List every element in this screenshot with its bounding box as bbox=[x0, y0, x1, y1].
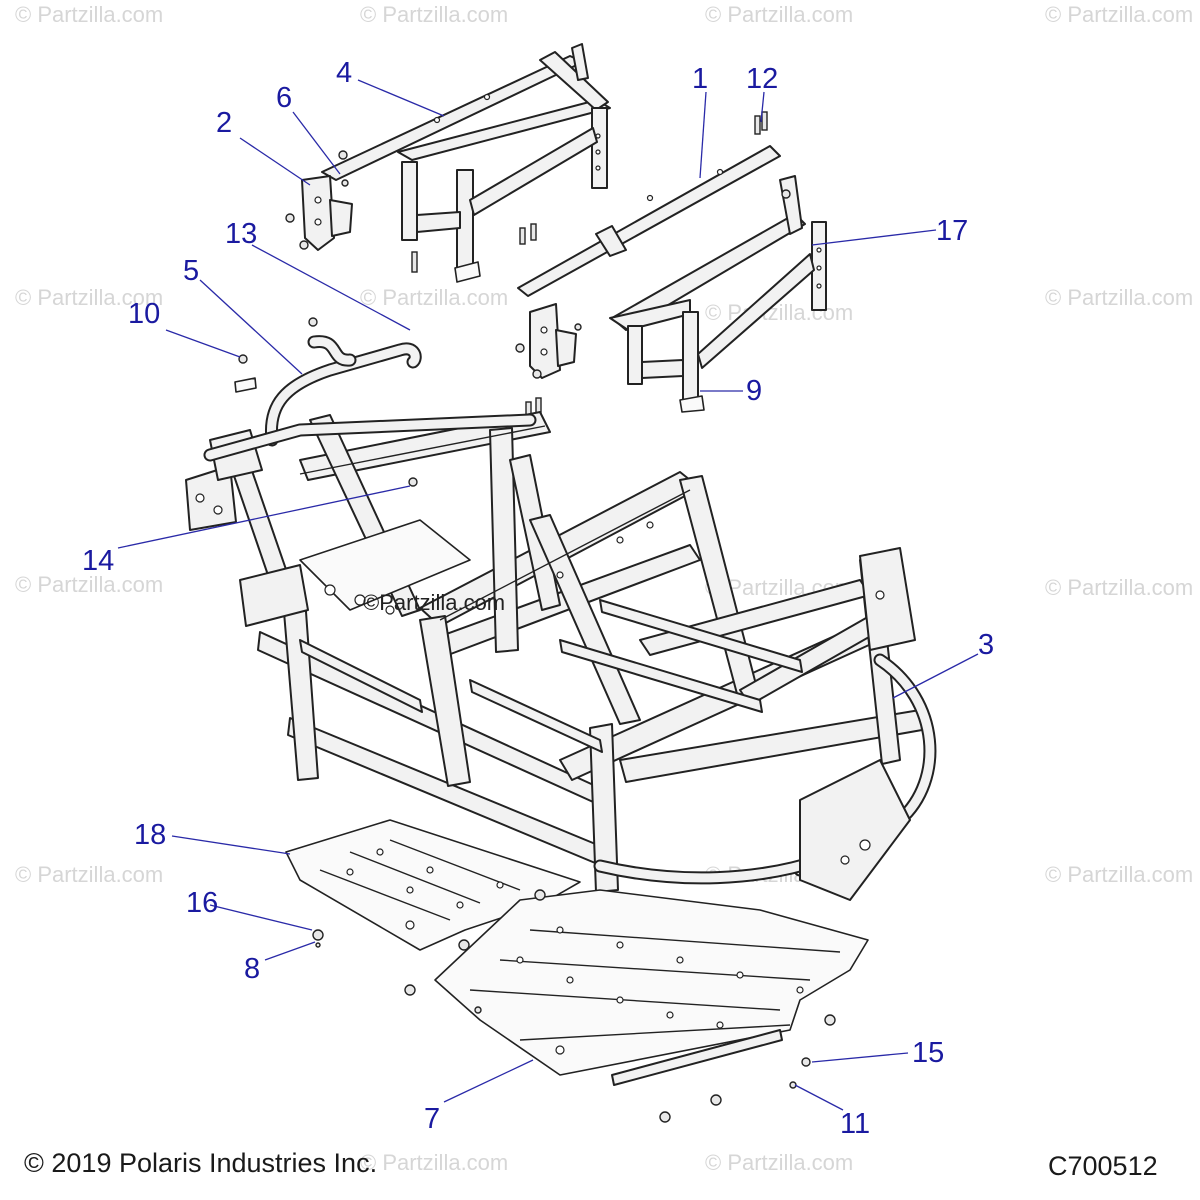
watermark: © Partzilla.com bbox=[15, 572, 163, 597]
watermark: © Partzilla.com bbox=[15, 285, 163, 310]
leader-3 bbox=[892, 653, 979, 699]
watermark: © Partzilla.com bbox=[705, 300, 853, 325]
part-2-bracket bbox=[285, 175, 353, 251]
part-18-skid-plate-rear bbox=[285, 819, 581, 951]
callout-7[interactable]: 7 bbox=[424, 1103, 440, 1135]
callout-14[interactable]: 14 bbox=[82, 545, 114, 577]
part-1-17-seat-frame-lower bbox=[517, 145, 827, 413]
copyright-text: © 2019 Polaris Industries Inc. bbox=[24, 1148, 377, 1178]
leader-4 bbox=[357, 79, 445, 117]
diagram-code: C700512 bbox=[1048, 1151, 1158, 1181]
part-4-seat-frame-upper bbox=[321, 43, 611, 283]
leader-16 bbox=[209, 904, 313, 931]
callout-3[interactable]: 3 bbox=[978, 629, 994, 661]
part-5-tube-bar bbox=[234, 335, 422, 447]
leader-6 bbox=[292, 111, 341, 175]
callout-1[interactable]: 1 bbox=[692, 63, 708, 95]
leader-15 bbox=[811, 1052, 909, 1063]
watermark: © Partzilla.com bbox=[705, 2, 853, 27]
callout-12[interactable]: 12 bbox=[746, 63, 778, 95]
skid-plate-fasteners bbox=[312, 889, 836, 1123]
watermark-center: ©Partzilla.com bbox=[363, 590, 505, 615]
callout-2[interactable]: 2 bbox=[216, 107, 232, 139]
callout-8[interactable]: 8 bbox=[244, 953, 260, 985]
watermark: © Partzilla.com bbox=[360, 1150, 508, 1175]
callout-numbers: 1 2 3 4 5 6 7 8 9 10 11 12 13 14 15 16 1… bbox=[82, 57, 994, 1140]
part-7-skid-plate-front bbox=[434, 889, 869, 1086]
leader-12 bbox=[760, 91, 765, 123]
leader-18 bbox=[171, 835, 291, 855]
watermark: © Partzilla.com bbox=[360, 2, 508, 27]
leader-10 bbox=[165, 329, 241, 358]
callout-9[interactable]: 9 bbox=[746, 375, 762, 407]
leader-7 bbox=[443, 1059, 534, 1103]
watermark: © Partzilla.com bbox=[1045, 285, 1193, 310]
callout-15[interactable]: 15 bbox=[912, 1037, 944, 1069]
callout-16[interactable]: 16 bbox=[186, 887, 218, 919]
watermark: © Partzilla.com bbox=[1045, 575, 1193, 600]
part-bracket-lower bbox=[515, 303, 582, 379]
watermark: © Partzilla.com bbox=[15, 2, 163, 27]
leader-5 bbox=[199, 279, 303, 375]
leader-8 bbox=[264, 941, 316, 961]
leader-1 bbox=[699, 91, 707, 179]
watermark: © Partzilla.com bbox=[1045, 2, 1193, 27]
callout-11[interactable]: 11 bbox=[840, 1108, 870, 1140]
watermark: © Partzilla.com bbox=[360, 285, 508, 310]
callout-5[interactable]: 5 bbox=[183, 255, 199, 287]
callout-13[interactable]: 13 bbox=[225, 218, 257, 250]
part-3-main-frame bbox=[185, 411, 937, 901]
callout-4[interactable]: 4 bbox=[336, 57, 352, 89]
callout-6[interactable]: 6 bbox=[276, 82, 292, 114]
callout-18[interactable]: 18 bbox=[134, 819, 166, 851]
watermark: © Partzilla.com bbox=[1045, 862, 1193, 887]
leader-2 bbox=[239, 137, 311, 186]
watermark: © Partzilla.com bbox=[15, 862, 163, 887]
leader-13 bbox=[251, 244, 411, 331]
watermark: © Partzilla.com bbox=[705, 1150, 853, 1175]
bolts-loose bbox=[238, 111, 791, 487]
leader-14 bbox=[117, 485, 411, 549]
leader-11 bbox=[794, 1084, 844, 1111]
leader-lines bbox=[117, 79, 979, 1111]
callout-17[interactable]: 17 bbox=[936, 215, 968, 247]
callout-10[interactable]: 10 bbox=[128, 298, 160, 330]
leader-17 bbox=[811, 229, 937, 246]
